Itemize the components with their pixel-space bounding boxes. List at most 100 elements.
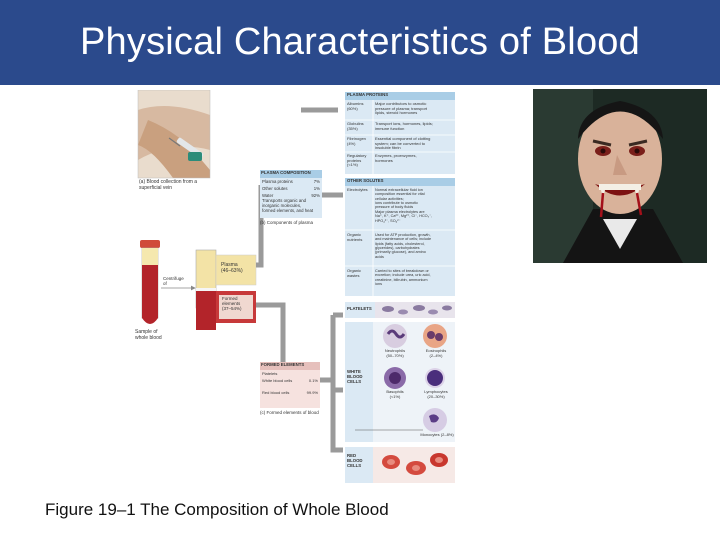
plasma-box xyxy=(215,254,257,286)
solute-name-electrolytes: Electrolytes xyxy=(347,187,368,192)
photo-a-caption-line: superficial vein xyxy=(139,184,173,191)
centrifuge-label-line: Centrifuge xyxy=(163,276,184,281)
protein-desc: system; can be converted to xyxy=(375,140,426,146)
blood-collection-photo xyxy=(137,90,211,179)
plasma-pct: (46–63%) xyxy=(221,267,243,274)
protein-pct: proteins (<1%) xyxy=(347,157,362,168)
solute-name: nutrients xyxy=(347,236,363,242)
formed-row: Platelets xyxy=(262,371,318,377)
protein-row-fibrinogen: Fibrinogen (4%) xyxy=(347,136,373,146)
protein-row-globulins: Globulins (35%) xyxy=(347,121,373,131)
wbc-panel xyxy=(345,322,455,442)
plasma-composition-panel xyxy=(260,170,322,218)
row-name: Other solutes xyxy=(262,185,288,191)
figure-caption: Figure 19–1 The Composition of Whole Blo… xyxy=(45,500,389,519)
solute-desc: (primarily glucose), and amino xyxy=(375,250,426,255)
wbc-eosinophils: Eosinophils (2–4%) xyxy=(419,348,453,358)
sample-label-line: whole blood xyxy=(135,334,162,341)
solute-desc: lipids (fatty acids, cholesterol, xyxy=(375,241,425,246)
protein-pct: (4%) xyxy=(347,140,356,146)
row-value: 7% xyxy=(313,179,320,184)
solute-desc: Normal extracellular fluid ion xyxy=(375,188,423,192)
plasma-composition-row: Other solutes 1% xyxy=(262,185,320,192)
formed-text: Formed xyxy=(222,296,238,301)
photo-a-caption-line: (a) Blood collection from a xyxy=(139,179,198,185)
row-name: Water xyxy=(262,192,274,198)
water-note: inorganic molecules, xyxy=(262,202,302,208)
rbc-label-line: CELLS xyxy=(347,462,362,468)
plasma-proteins-panel xyxy=(345,92,455,174)
solute-desc: ions xyxy=(375,282,382,287)
wbc-pct: (<1%) xyxy=(389,393,401,399)
solute-desc-electrolytes: Normal extracellular fluid ion compositi… xyxy=(375,188,455,223)
protein-desc-albumins: Major contributors to osmotic pressure o… xyxy=(375,101,455,116)
wbc-label-line: BLOOD xyxy=(347,373,363,379)
water-note: Transports organic and xyxy=(262,197,307,203)
protein-desc: immune function xyxy=(375,125,405,131)
rbc-label: RED BLOOD CELLS xyxy=(347,453,363,469)
protein-desc: Transport ions, hormones, lipids; xyxy=(375,121,433,126)
formed-text: elements xyxy=(222,301,241,307)
protein-desc-regulatory: Enzymes, proenzymes, hormones xyxy=(375,153,455,163)
wbc-name: Neutrophils xyxy=(384,348,406,353)
wbc-basophils: Basophils (<1%) xyxy=(379,389,411,399)
wbc-label-line: WHITE xyxy=(347,369,361,374)
blood-composition-figure: (a) Blood collection from a superficial … xyxy=(133,90,458,485)
protein-pct: (60%) xyxy=(347,105,358,111)
protein-desc: pressure of plasma; transport xyxy=(375,105,428,111)
centrifuged-tube xyxy=(161,249,217,330)
platelets-label: PLATELETS xyxy=(347,306,372,311)
formed-elements-header: FORMED ELEMENTS xyxy=(261,362,305,367)
rbc-label-line: BLOOD xyxy=(347,457,363,463)
solute-name-nutrients: Organic nutrients xyxy=(347,232,373,242)
solute-desc: Na⁺, K⁺, Ca²⁺, Mg²⁺, Cl⁻, HCO₃⁻, xyxy=(375,214,433,219)
vampire-photo-art xyxy=(533,89,707,263)
wbc-lymphocytes: Lymphocytes (20–30%) xyxy=(419,389,453,399)
wbc-name: Basophils xyxy=(386,389,404,394)
plasma-composition-caption: (b) Components of plasma xyxy=(260,220,314,225)
solute-name: wastes xyxy=(347,272,360,278)
protein-desc: Major contributors to osmotic xyxy=(375,101,427,106)
protein-desc: lipids, steroid hormones xyxy=(375,110,418,116)
solute-desc: Used for ATP production, growth, xyxy=(375,233,431,237)
rbc-panel xyxy=(345,447,455,483)
centrifuge-label: Centrifuge of xyxy=(163,276,184,286)
solute-desc: composition essential for vital xyxy=(375,192,425,197)
formed-row-value: 99.9% xyxy=(306,390,318,396)
row-name: Plasma proteins xyxy=(262,179,293,184)
solute-desc: Carried to sites of breakdown or xyxy=(375,269,429,273)
solute-desc: ions contribute to osmotic xyxy=(375,201,419,206)
solute-desc: cellular activities; xyxy=(375,196,404,201)
plasma-composition-header: PLASMA COMPOSITION xyxy=(261,170,311,175)
solute-desc-nutrients: Used for ATP production, growth, and mai… xyxy=(375,233,455,259)
solute-desc: HPO₄²⁻, SO₄²⁻ xyxy=(375,218,401,223)
row-value: 92% xyxy=(311,192,320,198)
plasma-text: Plasma xyxy=(221,262,238,268)
wbc-pct: (20–30%) xyxy=(427,393,445,399)
solute-desc: glycerides), carbohydrates xyxy=(375,246,420,251)
formed-elements-panel xyxy=(260,362,320,408)
wbc-name: Lymphocytes xyxy=(424,389,448,394)
row-value: 1% xyxy=(313,185,320,191)
solute-name-wastes: Organic wastes xyxy=(347,268,373,278)
formed-row-name: Platelets xyxy=(262,371,278,376)
blood-tube xyxy=(140,240,160,324)
solute-desc-wastes: Carried to sites of breakdown or excreti… xyxy=(375,269,455,286)
sample-label: Sample of whole blood xyxy=(135,329,162,342)
solute-desc: excretion; include urea, uric acid, xyxy=(375,273,431,278)
protein-name: Regulatory xyxy=(347,153,367,158)
plasma-composition-rows: Plasma proteins 7% Other solutes 1% Water 9… xyxy=(262,179,320,214)
protein-desc-fibrinogen: Essential component of clotting system; … xyxy=(375,136,455,151)
slide-title: Physical Characteristics of Blood xyxy=(80,21,640,63)
protein-name: Fibrinogen xyxy=(347,136,366,141)
solute-name: Organic xyxy=(347,232,362,237)
wbc-pct: (2–8%) xyxy=(440,432,454,437)
formed-row-name: White blood cells xyxy=(262,377,293,383)
solute-desc: acids xyxy=(375,254,384,259)
figure-artwork xyxy=(137,90,455,483)
other-solutes-panel xyxy=(345,178,455,296)
